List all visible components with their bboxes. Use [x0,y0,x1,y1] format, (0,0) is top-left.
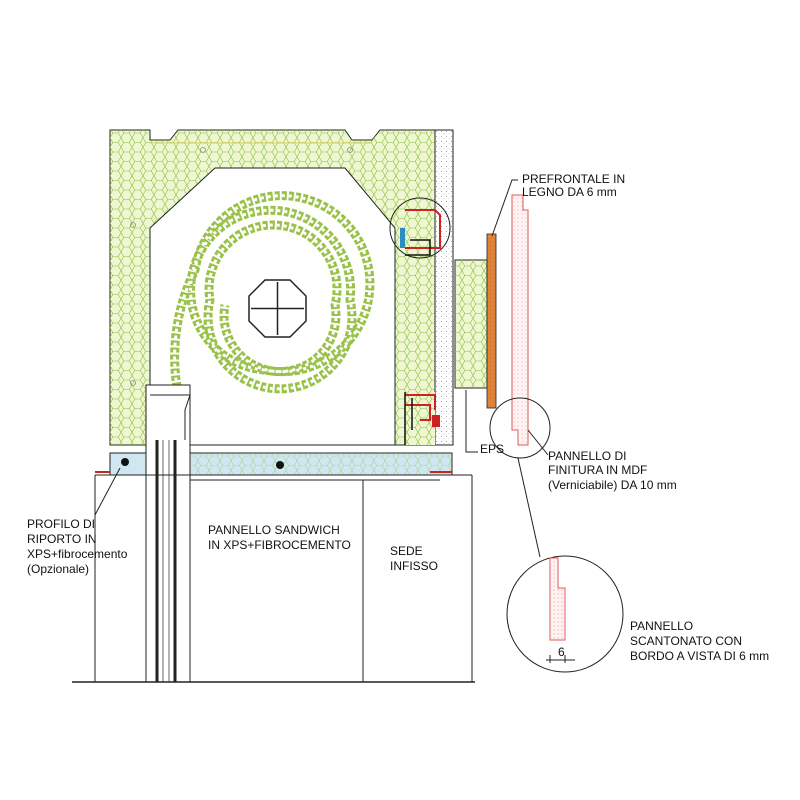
label-scantonato: PANNELLO SCANTONATO CON BORDO A VISTA DI… [630,619,769,663]
label-profilo-line4: (Opzionale) [27,562,89,576]
guide-rail [145,384,191,683]
label-scantonato-line2: SCANTONATO CON [630,634,742,648]
sandwich-panel [95,452,453,481]
label-sandwich-line2: IN XPS+FIBROCEMENTO [208,538,351,552]
label-prefrontale-line1: PREFRONTALE IN [522,172,625,186]
label-profilo-line2: RIPORTO IN [27,532,97,546]
detail-circle-scantonato: 6 [506,555,624,673]
label-scantonato-line1: PANNELLO [630,619,693,633]
front-panels [454,179,551,558]
label-prefrontale: PREFRONTALE IN LEGNO DA 6 mm [522,172,625,199]
label-prefrontale-line2: LEGNO DA 6 mm [522,185,617,199]
shutter-roll [165,191,375,451]
box-side-wall [434,129,454,446]
label-profilo-line1: PROFILO DI [27,517,95,531]
label-scantonato-line3: BORDO A VISTA DI 6 mm [630,649,769,663]
label-sede-line2: INFISSO [390,559,438,573]
label-profilo-line3: XPS+fibrocemento [27,547,128,561]
dimension-label: 6 [558,645,565,659]
wall-section [72,474,475,683]
label-sandwich: PANNELLO SANDWICH IN XPS+FIBROCEMENTO [208,523,351,552]
shutter-spiral [165,191,375,451]
label-finitura-line1: PANNELLO DI [548,449,626,463]
detail-circle-top [389,197,451,259]
guide-profile [404,392,440,445]
label-sandwich-line1: PANNELLO SANDWICH [208,523,340,537]
label-sede: SEDE INFISSO [390,544,438,573]
label-pannello-finitura: PANNELLO DI FINITURA IN MDF (Verniciabil… [548,449,677,492]
label-profilo: PROFILO DI RIPORTO IN XPS+fibrocemento (… [27,517,128,576]
label-sede-line1: SEDE [390,544,423,558]
label-finitura-line2: FINITURA IN MDF [548,463,647,477]
label-finitura-line3: (Verniciabile) DA 10 mm [548,478,677,492]
label-eps: EPS [480,442,504,456]
roller-shaft [248,279,307,338]
